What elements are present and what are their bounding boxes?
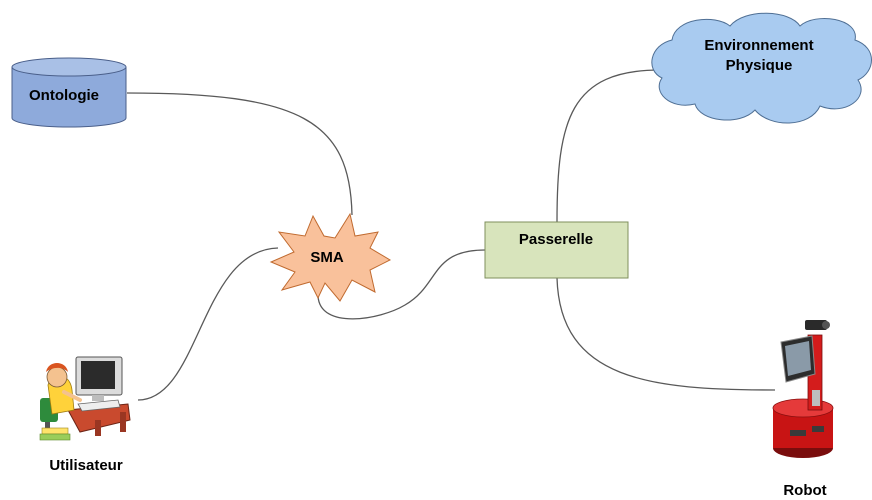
connectors [126, 69, 776, 401]
passerelle-box: Passerelle [484, 221, 629, 279]
environnement-label-line1: Environnement [704, 37, 813, 54]
connector-utilisateur-sma [137, 247, 279, 401]
environnement-label-line2: Physique [726, 57, 793, 74]
red-robot-icon [772, 320, 834, 458]
connector-passerelle-environnement [556, 69, 661, 223]
robot-label: Robot [783, 482, 826, 499]
sma-star: SMA [269, 212, 392, 302]
sma-label: SMA [310, 249, 344, 266]
connector-sma-passerelle [317, 249, 486, 320]
ontologie-label: Ontologie [29, 87, 99, 104]
user-at-computer-icon [39, 356, 131, 441]
utilisateur-label: Utilisateur [49, 457, 123, 474]
passerelle-label: Passerelle [519, 231, 593, 248]
environnement-cloud: Environnement Physique [651, 12, 872, 124]
connector-ontologie-sma [126, 92, 353, 216]
connector-passerelle-robot [556, 277, 776, 391]
ontologie-database: Ontologie [11, 57, 127, 128]
